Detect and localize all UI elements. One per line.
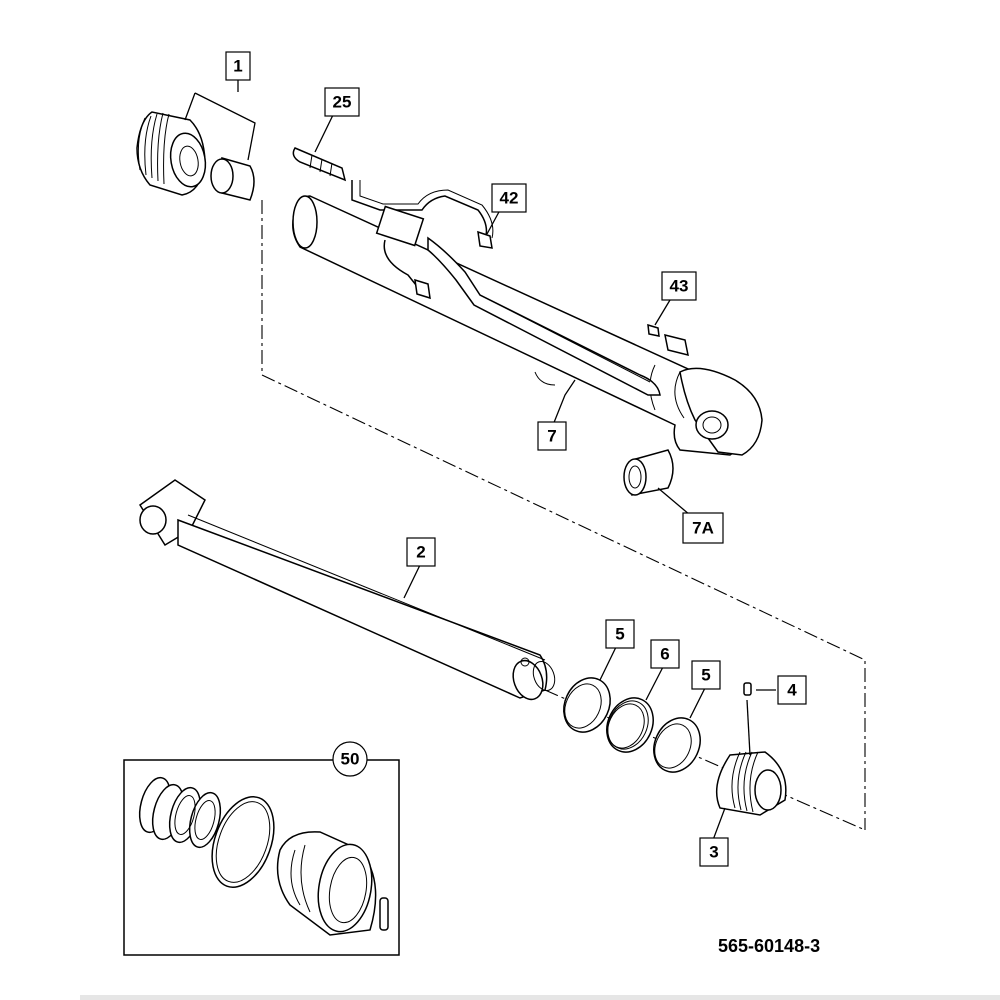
leader-7a xyxy=(657,487,691,516)
callout-3: 3 xyxy=(699,837,729,867)
leader-1 xyxy=(184,80,256,161)
gland-nut-part xyxy=(136,111,207,196)
callout-43: 43 xyxy=(661,271,697,301)
grease-nipple-43-part xyxy=(647,323,660,337)
callout-6: 6 xyxy=(650,639,680,669)
seal-kit-o-ring xyxy=(211,796,275,888)
callout-1: 1 xyxy=(225,51,251,81)
bottom-rule xyxy=(80,995,1000,1000)
piston-head-part xyxy=(715,751,787,816)
leader-6 xyxy=(645,664,665,701)
piston-rod-part xyxy=(138,479,556,701)
wear-ring-5a-part xyxy=(563,677,611,733)
seal-kit-rod-seal xyxy=(276,831,377,936)
gland-bush-part xyxy=(210,157,255,201)
leader-5a xyxy=(599,644,618,681)
callout-5a: 5 xyxy=(605,619,635,649)
callout-42: 42 xyxy=(491,183,527,213)
callout-4: 4 xyxy=(777,675,807,705)
callout-2: 2 xyxy=(406,537,436,567)
bush-7a-part xyxy=(623,449,674,496)
assembly-centerline-upper xyxy=(261,200,866,830)
leader-3 xyxy=(712,807,726,841)
leader-5b xyxy=(689,685,707,719)
callout-4-label: 4 xyxy=(787,681,797,700)
leader-2 xyxy=(403,564,421,599)
callout-7a-label: 7A xyxy=(692,519,714,538)
callout-43-label: 43 xyxy=(670,277,689,296)
seal-kit-inset-frame xyxy=(123,759,400,956)
leader-7 xyxy=(552,379,576,426)
callout-3-label: 3 xyxy=(709,843,718,862)
callout-25: 25 xyxy=(324,87,360,117)
adapter-fitting-side-part xyxy=(414,278,431,300)
leader-4-dash xyxy=(746,699,751,756)
callout-42-label: 42 xyxy=(500,189,519,208)
callout-25-label: 25 xyxy=(333,93,352,112)
callout-5b: 5 xyxy=(691,660,721,690)
adapter-fitting-42-part xyxy=(477,230,493,249)
leader-42 xyxy=(486,209,501,235)
leader-25 xyxy=(314,114,334,153)
cylinder-barrel-part xyxy=(292,180,763,456)
seal-kit-pin xyxy=(379,897,389,931)
callout-5a-label: 5 xyxy=(615,625,624,644)
seal-kit-piston-seals xyxy=(138,776,222,849)
callout-6-label: 6 xyxy=(660,645,669,664)
wear-ring-5b-part xyxy=(653,717,701,773)
piston-seal-6-part xyxy=(606,697,654,753)
callout-1-label: 1 xyxy=(233,57,242,76)
callout-5b-label: 5 xyxy=(701,666,710,685)
drawing-number: 565-60148-3 xyxy=(718,936,820,956)
callout-7-label: 7 xyxy=(547,427,556,446)
breather-fitting-part xyxy=(292,147,347,182)
callout-50-label: 50 xyxy=(341,750,360,769)
callout-2-label: 2 xyxy=(416,543,425,562)
callout-7: 7 xyxy=(537,421,567,451)
grub-screw-4-part xyxy=(743,682,752,696)
leader-43 xyxy=(654,299,671,326)
callout-7a: 7A xyxy=(682,512,724,544)
callout-50: 50 xyxy=(332,741,368,777)
